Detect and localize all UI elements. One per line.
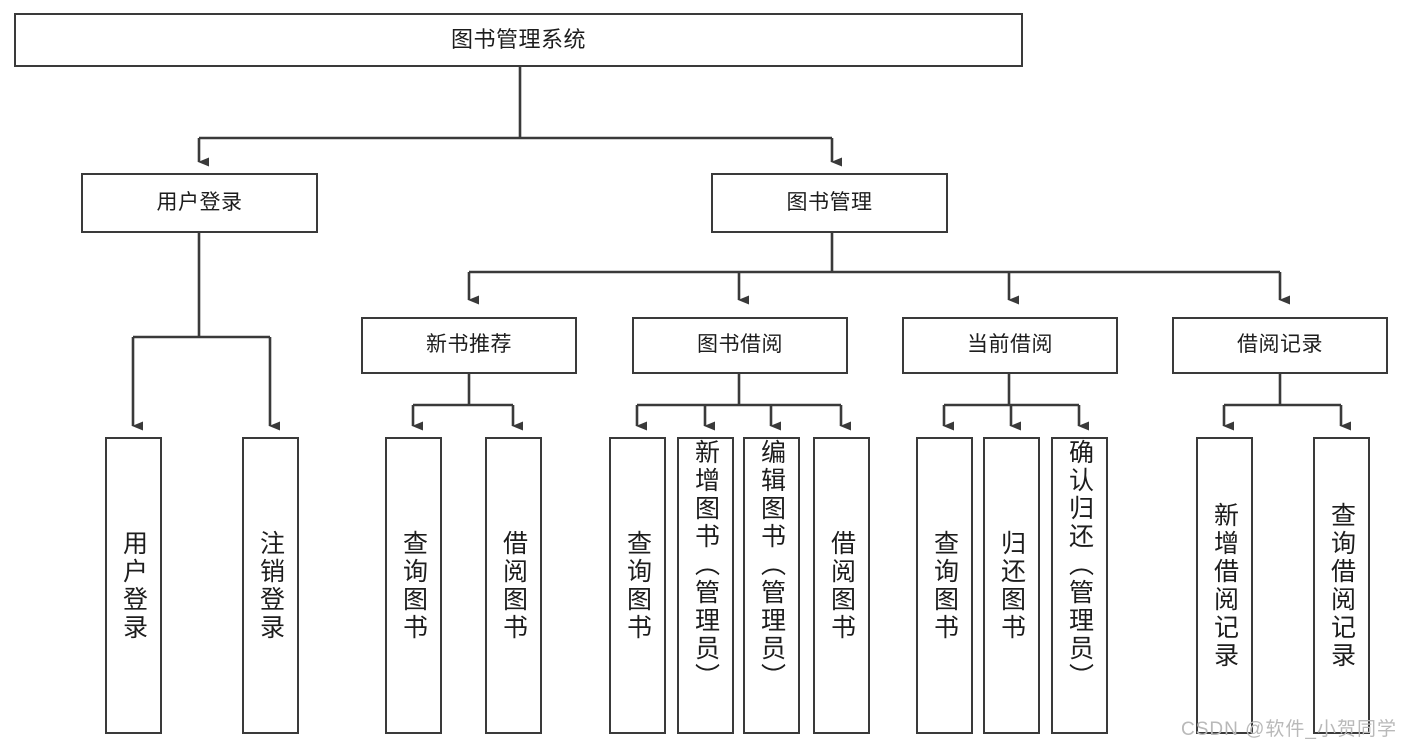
leaf-book-borrow-add[interactable]: 新增图书（管理员）: [677, 437, 734, 734]
leaf-book-borrow-lend-label: 借阅图书: [827, 529, 856, 642]
node-book-management[interactable]: 图书管理: [711, 173, 948, 233]
leaf-borrow-record-add-label: 新增借阅记录: [1210, 501, 1239, 670]
leaf-book-borrow-add-label: 新增图书（管理员）: [691, 439, 720, 691]
node-book-borrow[interactable]: 图书借阅: [632, 317, 848, 374]
node-book-borrow-label: 图书借阅: [697, 333, 783, 357]
node-current-borrow-label: 当前借阅: [967, 333, 1053, 357]
node-user-login[interactable]: 用户登录: [81, 173, 318, 233]
leaf-current-borrow-query-label: 查询图书: [930, 529, 959, 642]
watermark: CSDN @软件_小贺同学: [1181, 719, 1397, 740]
node-new-book-recommend[interactable]: 新书推荐: [361, 317, 577, 374]
leaf-current-borrow-confirm-label: 确认归还（管理员）: [1065, 439, 1094, 691]
leaf-borrow-record-query-label: 查询借阅记录: [1327, 501, 1356, 670]
node-borrow-record-label: 借阅记录: [1237, 333, 1323, 357]
leaf-new-book-query[interactable]: 查询图书: [385, 437, 442, 734]
leaf-book-borrow-query-label: 查询图书: [623, 529, 652, 642]
leaf-book-borrow-query[interactable]: 查询图书: [609, 437, 666, 734]
node-borrow-record[interactable]: 借阅记录: [1172, 317, 1388, 374]
node-user-login-label: 用户登录: [156, 190, 243, 214]
leaf-user-login-signin[interactable]: 用户登录: [105, 437, 162, 734]
leaf-current-borrow-return[interactable]: 归还图书: [983, 437, 1040, 734]
leaf-book-borrow-lend[interactable]: 借阅图书: [813, 437, 870, 734]
node-new-book-recommend-label: 新书推荐: [426, 333, 512, 357]
leaf-new-book-borrow-label: 借阅图书: [499, 529, 528, 642]
leaf-borrow-record-query[interactable]: 查询借阅记录: [1313, 437, 1370, 734]
leaf-new-book-borrow[interactable]: 借阅图书: [485, 437, 542, 734]
leaf-current-borrow-query[interactable]: 查询图书: [916, 437, 973, 734]
leaf-book-borrow-edit-label: 编辑图书（管理员）: [757, 439, 786, 691]
leaf-user-login-signin-label: 用户登录: [119, 529, 148, 642]
leaf-new-book-query-label: 查询图书: [399, 529, 428, 642]
node-book-management-label: 图书管理: [786, 190, 873, 214]
leaf-book-borrow-edit[interactable]: 编辑图书（管理员）: [743, 437, 800, 734]
leaf-current-borrow-return-label: 归还图书: [997, 529, 1026, 642]
leaf-user-login-signout[interactable]: 注销登录: [242, 437, 299, 734]
node-root-label: 图书管理系统: [450, 27, 586, 53]
leaf-borrow-record-add[interactable]: 新增借阅记录: [1196, 437, 1253, 734]
leaf-user-login-signout-label: 注销登录: [256, 529, 285, 642]
node-current-borrow[interactable]: 当前借阅: [902, 317, 1118, 374]
node-root[interactable]: 图书管理系统: [14, 13, 1023, 67]
leaf-current-borrow-confirm[interactable]: 确认归还（管理员）: [1051, 437, 1108, 734]
